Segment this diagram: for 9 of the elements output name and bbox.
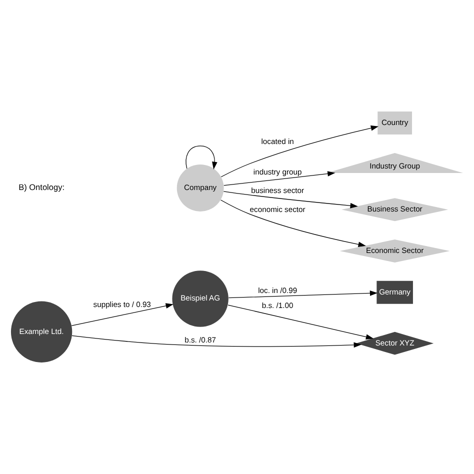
arrow — [71, 303, 174, 326]
arrow — [72, 335, 362, 348]
arrow — [228, 304, 374, 340]
arrow — [228, 290, 378, 298]
arrow — [223, 191, 358, 208]
arrow — [224, 171, 336, 186]
arrow — [220, 200, 366, 248]
arrow — [220, 126, 379, 178]
arrow — [186, 146, 218, 170]
